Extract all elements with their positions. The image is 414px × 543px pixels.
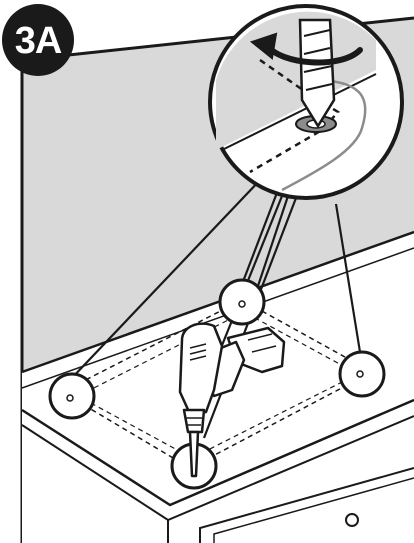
cabinet-knob [346, 514, 358, 526]
hole-marker-left [50, 374, 94, 418]
step-badge: 3A [2, 4, 74, 76]
hole-marker-right [340, 352, 384, 396]
hole-marker-back [220, 280, 264, 324]
step-label: 3A [15, 20, 62, 62]
magnifier-callout-icon [210, 6, 402, 198]
